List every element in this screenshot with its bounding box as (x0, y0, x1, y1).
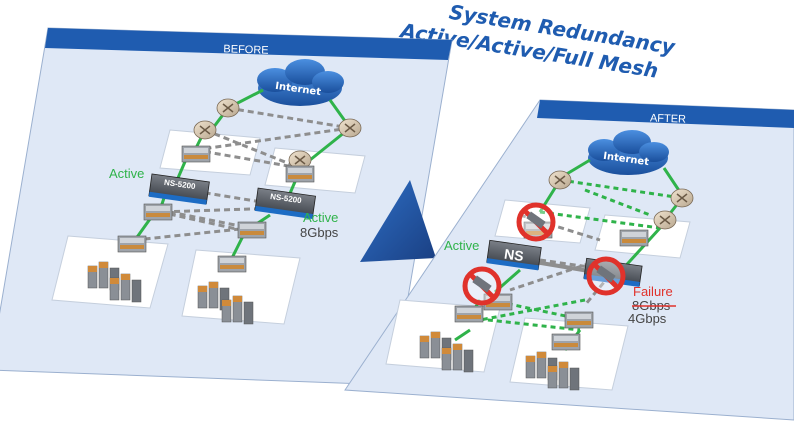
before-active-right: Active (303, 210, 338, 225)
before-internet-cloud: Internet (257, 59, 344, 106)
before-router-1 (216, 98, 240, 118)
after-panel: AFTER Internet (344, 99, 794, 421)
failure-icon-switch (462, 266, 502, 306)
after-speed-new: 4Gbps (628, 311, 667, 326)
before-switch-access-right (217, 255, 247, 273)
before-switch-top-left (181, 145, 211, 163)
after-router-2 (670, 188, 694, 208)
before-speed: 8Gbps (300, 225, 339, 240)
failure-label: Failure (633, 284, 673, 299)
after-internet-cloud: Internet (588, 130, 669, 175)
after-ns-label: NS (503, 246, 524, 265)
before-ns-left-label: NS-5200 (164, 178, 197, 191)
after-switch-top-right (619, 229, 649, 247)
after-switch-access-right (551, 333, 581, 351)
before-panel: BEFORE Internet (0, 27, 453, 386)
before-switch-mid-right (237, 221, 267, 239)
after-router-1 (548, 170, 572, 190)
before-panel-header (45, 28, 452, 60)
before-label: BEFORE (223, 43, 269, 57)
after-panel-header (537, 100, 794, 128)
before-ns-right-label: NS-5200 (270, 192, 303, 205)
before-active-left: Active (109, 166, 144, 181)
before-ns-right: NS-5200 (254, 187, 316, 219)
before-switch-access-left (117, 235, 147, 253)
before-ns-left: NS-5200 (148, 173, 210, 205)
after-switch-mid-right (564, 311, 594, 329)
before-router-2 (193, 120, 217, 140)
before-router-3 (338, 118, 362, 138)
transition-arrow (360, 180, 436, 262)
failure-icon-ns (586, 256, 626, 296)
after-label: AFTER (650, 112, 687, 125)
after-switch-access-left (454, 305, 484, 323)
before-switch-top-right (285, 165, 315, 183)
failure-icon-router (516, 202, 556, 242)
before-switch-mid-left (143, 203, 173, 221)
after-ns: NS (486, 239, 542, 271)
after-router-3 (653, 210, 677, 230)
after-active-label: Active (444, 238, 479, 253)
